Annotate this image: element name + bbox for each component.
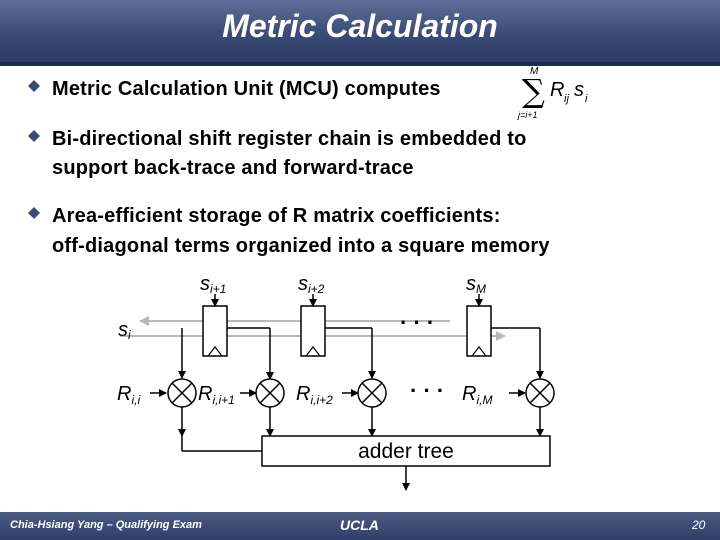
title-bar	[0, 0, 720, 62]
multiplier-2	[255, 378, 285, 408]
r-label-m-main: R	[462, 383, 476, 405]
s-label-m-sub: M	[476, 282, 486, 296]
diamond-bullet-icon	[28, 130, 40, 142]
r-label-3-sub: i,i+2	[310, 393, 333, 407]
formula-s: s	[574, 79, 584, 101]
footer-author: Chia-Hsiang Yang – Qualifying Exam	[10, 519, 202, 531]
r-label-2-sub: i,i+1	[212, 393, 234, 407]
shift-register-2	[300, 305, 326, 357]
diamond-bullet-icon	[28, 80, 40, 92]
r-label-3-main: R	[296, 383, 310, 405]
bullet-2-line-1: Bi-directional shift register chain is e…	[52, 128, 527, 150]
ellipsis-top: · · ·	[400, 310, 434, 335]
page-number: 20	[692, 518, 706, 532]
formula-s-sub: i	[585, 93, 588, 105]
bullet-3-line-1: Area-efficient storage of R matrix coeff…	[52, 205, 501, 227]
shift-register-1	[202, 305, 228, 357]
s-label-2-sub: i+2	[308, 282, 325, 296]
svg-text:si: si	[118, 319, 131, 342]
svg-text:Ri,i: Ri,i	[117, 383, 140, 407]
diamond-bullet-icon	[28, 207, 40, 219]
s-label-1-sub: i+1	[210, 282, 226, 296]
sum-upper-limit: M	[530, 66, 539, 77]
s-input-main: s	[118, 319, 128, 341]
title-divider	[0, 62, 720, 66]
shift-register-m	[466, 305, 492, 357]
formula-R: R	[550, 79, 564, 101]
bullet-2-line-2: support back-trace and forward-trace	[52, 157, 414, 179]
adder-tree-label: adder tree	[358, 440, 454, 463]
svg-text:Ri,i+1: Ri,i+1	[198, 383, 235, 407]
bullet-3-line-2: off-diagonal terms organized into a squa…	[52, 235, 550, 257]
s-label-m-main: s	[466, 273, 476, 295]
multiplier-3	[357, 378, 387, 408]
footer-bar	[0, 512, 720, 540]
svg-text:Ri,i+2: Ri,i+2	[296, 383, 333, 407]
r-label-1-sub: i,i	[131, 393, 140, 407]
footer-org: UCLA	[340, 517, 379, 533]
svg-text:sM: sM	[466, 273, 486, 296]
s-input-sub: i	[128, 328, 131, 342]
svg-text:si+1: si+1	[200, 273, 226, 296]
s-label-2-main: s	[298, 273, 308, 295]
svg-text:Ri,M: Ri,M	[462, 383, 492, 407]
formula-R-sub: ij	[564, 93, 569, 105]
summation-formula: M ∑ j=i+1 R ij s i	[517, 66, 588, 120]
ellipsis-bottom: · · ·	[410, 378, 444, 403]
svg-text:si+2: si+2	[298, 273, 325, 296]
r-label-2-main: R	[198, 383, 212, 405]
sum-lower-limit: j=i+1	[517, 110, 538, 120]
bullet-1-text: Metric Calculation Unit (MCU) computes	[52, 78, 441, 100]
multiplier-m	[525, 378, 555, 408]
multiplier-1	[167, 378, 197, 408]
r-label-m-sub: i,M	[476, 393, 492, 407]
r-label-1-main: R	[117, 383, 131, 405]
slide-title: Metric Calculation	[222, 8, 498, 44]
sigma-icon: ∑	[522, 72, 545, 110]
s-label-1-main: s	[200, 273, 210, 295]
